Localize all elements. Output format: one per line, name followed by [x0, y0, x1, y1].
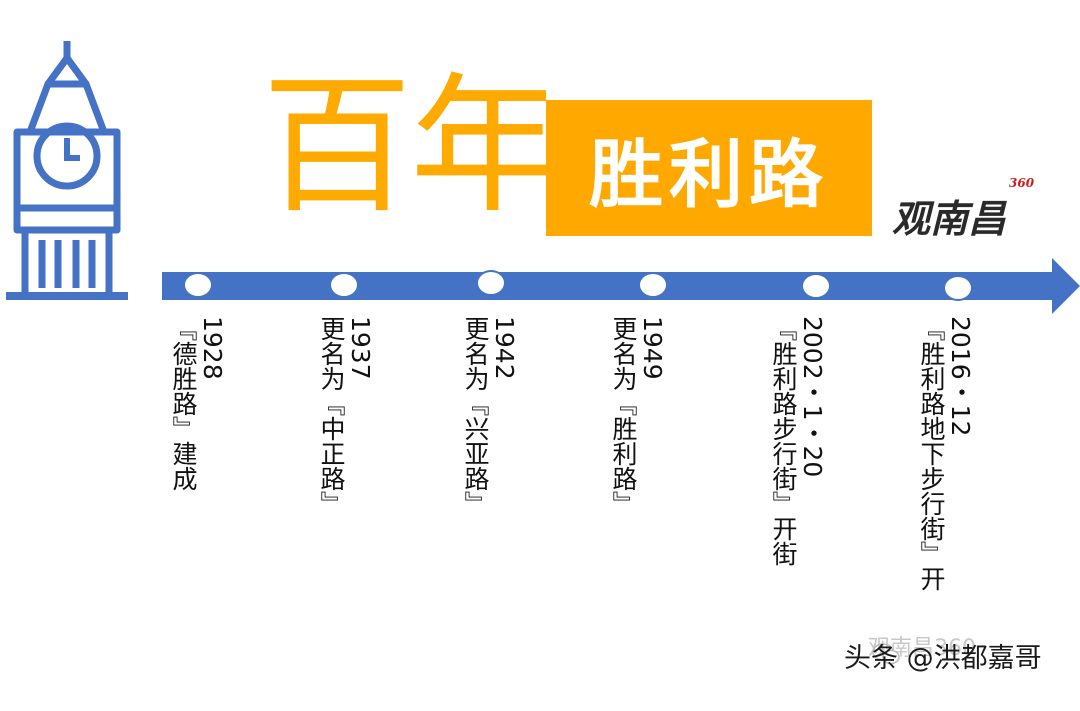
milestone-dot-1937: [329, 272, 359, 298]
event-text: 『胜利路步行街』开街: [769, 316, 798, 566]
event-text: 『胜利路地下步行街』开: [917, 316, 946, 591]
toutiao-watermark: 头条 @洪都嘉哥: [844, 643, 1042, 674]
event-date: 2016・12: [946, 316, 975, 437]
milestone-dot-2002: [801, 273, 831, 299]
timeline-event-1942: 1942 更名为『兴亚路』: [461, 316, 519, 516]
event-text: 更名为『兴亚路』: [461, 316, 490, 516]
timeline-event-1928: 1928 『德胜路』建成: [169, 316, 227, 491]
logo-superscript: 360: [1009, 176, 1035, 190]
milestone-dot-1949: [638, 272, 668, 298]
timeline-event-1937: 1937 更名为『中正路』: [317, 316, 375, 516]
event-date: 1949: [638, 316, 667, 380]
clock-tower-icon: [6, 41, 128, 300]
wechat-icon: [872, 643, 900, 665]
event-text: 更名为『胜利路』: [609, 316, 638, 516]
title-char-hundred: 百: [262, 60, 413, 234]
timeline-event-1949: 1949 更名为『胜利路』: [609, 316, 667, 516]
logo-text: 观南昌: [892, 196, 1007, 241]
milestone-dot-1942: [476, 270, 506, 296]
logo: 观南昌 360: [892, 176, 1042, 244]
milestone-dot-1928: [183, 272, 213, 298]
timeline-event-2002: 2002・1・20 『胜利路步行街』开街: [769, 316, 827, 566]
event-date: 1937: [346, 316, 375, 380]
event-date: 1928: [198, 316, 227, 380]
event-text: 『德胜路』建成: [169, 316, 198, 491]
title-char-year: 年: [410, 60, 561, 234]
event-date: 2002・1・20: [798, 316, 827, 478]
title-box: 胜利路: [546, 100, 872, 236]
event-date: 1942: [490, 316, 519, 380]
milestone-dot-2016: [943, 275, 973, 301]
timeline-event-2016: 2016・12 『胜利路地下步行街』开: [917, 316, 975, 591]
event-text: 更名为『中正路』: [317, 316, 346, 516]
